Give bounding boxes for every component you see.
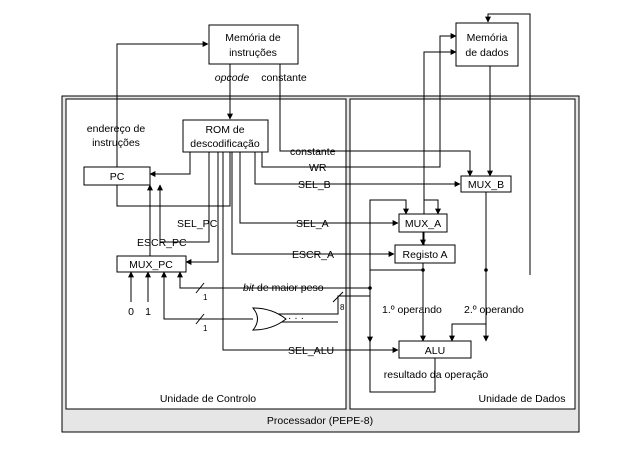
control-unit-label: Unidade de Controlo [160, 393, 256, 405]
svg-text:ROM de: ROM de [205, 124, 244, 136]
label-opcode: opcode [215, 72, 250, 84]
wire-pc-to-instr-mem [116, 41, 209, 167]
junction-dot [484, 268, 488, 272]
wire-pc-feedback [116, 152, 231, 207]
wire-data-to-mux-a [424, 199, 441, 215]
mux-b: MUX_B [460, 175, 512, 193]
label-sel-a: SEL_A [296, 218, 329, 230]
label-constante: constante [290, 146, 336, 158]
label-wr: WR [309, 162, 327, 174]
label-bus-width-8: 8 [340, 303, 345, 312]
label-sel-b: SEL_B [298, 179, 331, 191]
data-unit-label: Unidade de Dados [479, 393, 566, 405]
label-escr-pc: ESCR_PC [137, 237, 187, 249]
label-bus-width-1a: 1 [203, 293, 208, 302]
junction-dot [368, 286, 372, 290]
wire-sel-pc [185, 152, 219, 265]
label-endereco-2: instruções [92, 137, 140, 149]
wire-escr-pc [157, 152, 210, 243]
alu: ALU [398, 340, 472, 359]
label-bit-maior-peso: bit de maior peso [243, 282, 324, 294]
svg-text:Registo A: Registo A [403, 249, 448, 261]
svg-text:de dados: de dados [465, 47, 508, 59]
instruction-memory: Memória de instruções [208, 24, 299, 65]
label-const-0: 0 [128, 306, 134, 318]
svg-text:instruções: instruções [229, 47, 277, 59]
wire-alu-result [369, 199, 436, 393]
svg-text:descodificação: descodificação [190, 138, 260, 150]
svg-text:Memória: Memória [467, 32, 508, 44]
label-constante-top: constante [261, 72, 307, 84]
svg-text:MUX_A: MUX_A [405, 218, 441, 230]
wire-sel-a [239, 152, 399, 226]
label-sel-pc: SEL_PC [177, 218, 218, 230]
or-gate-dots: · · · [288, 312, 304, 324]
label-operando1: 1.º operando [382, 304, 442, 316]
wire-rom-to-pc [149, 152, 191, 177]
bus-slash-1a [195, 282, 205, 294]
label-const-1: 1 [145, 306, 151, 318]
wire-reg-a-to-data-mem [423, 49, 457, 254]
mux-a: MUX_A [398, 213, 448, 233]
wire-wr [261, 33, 457, 168]
wire-constante-to-mux-b [279, 64, 473, 177]
label-operando2: 2.º operando [464, 304, 524, 316]
wire-mux-b-to-alu-b [449, 323, 486, 342]
mux-pc: MUX_PC [116, 255, 187, 273]
rom-decoder: ROM de descodificação [182, 119, 269, 153]
svg-text:MUX_PC: MUX_PC [129, 259, 173, 271]
svg-text:ALU: ALU [425, 345, 445, 357]
registo-a: Registo A [394, 244, 456, 264]
wire-bit-maior-peso [177, 271, 370, 289]
svg-text:MUX_B: MUX_B [468, 179, 504, 191]
bus-slash-1b [195, 313, 205, 325]
wire-sel-alu [222, 152, 399, 353]
bus-slash-8 [332, 291, 344, 303]
processor-label: Processador (PEPE-8) [267, 415, 373, 427]
wire-result-to-data-mem [485, 13, 531, 275]
svg-text:PC: PC [110, 171, 125, 183]
or-gate [251, 307, 287, 331]
wire-escr-a [231, 152, 395, 257]
wire-8bit-bus [276, 295, 370, 315]
label-escr-a: ESCR_A [292, 249, 334, 261]
label-endereco-1: endereço de [87, 123, 146, 135]
svg-text:Memória de: Memória de [225, 32, 281, 44]
label-sel-alu: SEL_ALU [288, 345, 334, 357]
label-resultado: resultado da operação [384, 369, 489, 381]
pc-register: PC [83, 166, 151, 186]
junction-dot [421, 268, 425, 272]
data-memory: Memória de dados [455, 22, 519, 67]
wire-sel-b [254, 152, 461, 187]
label-bus-width-1b: 1 [203, 324, 208, 333]
